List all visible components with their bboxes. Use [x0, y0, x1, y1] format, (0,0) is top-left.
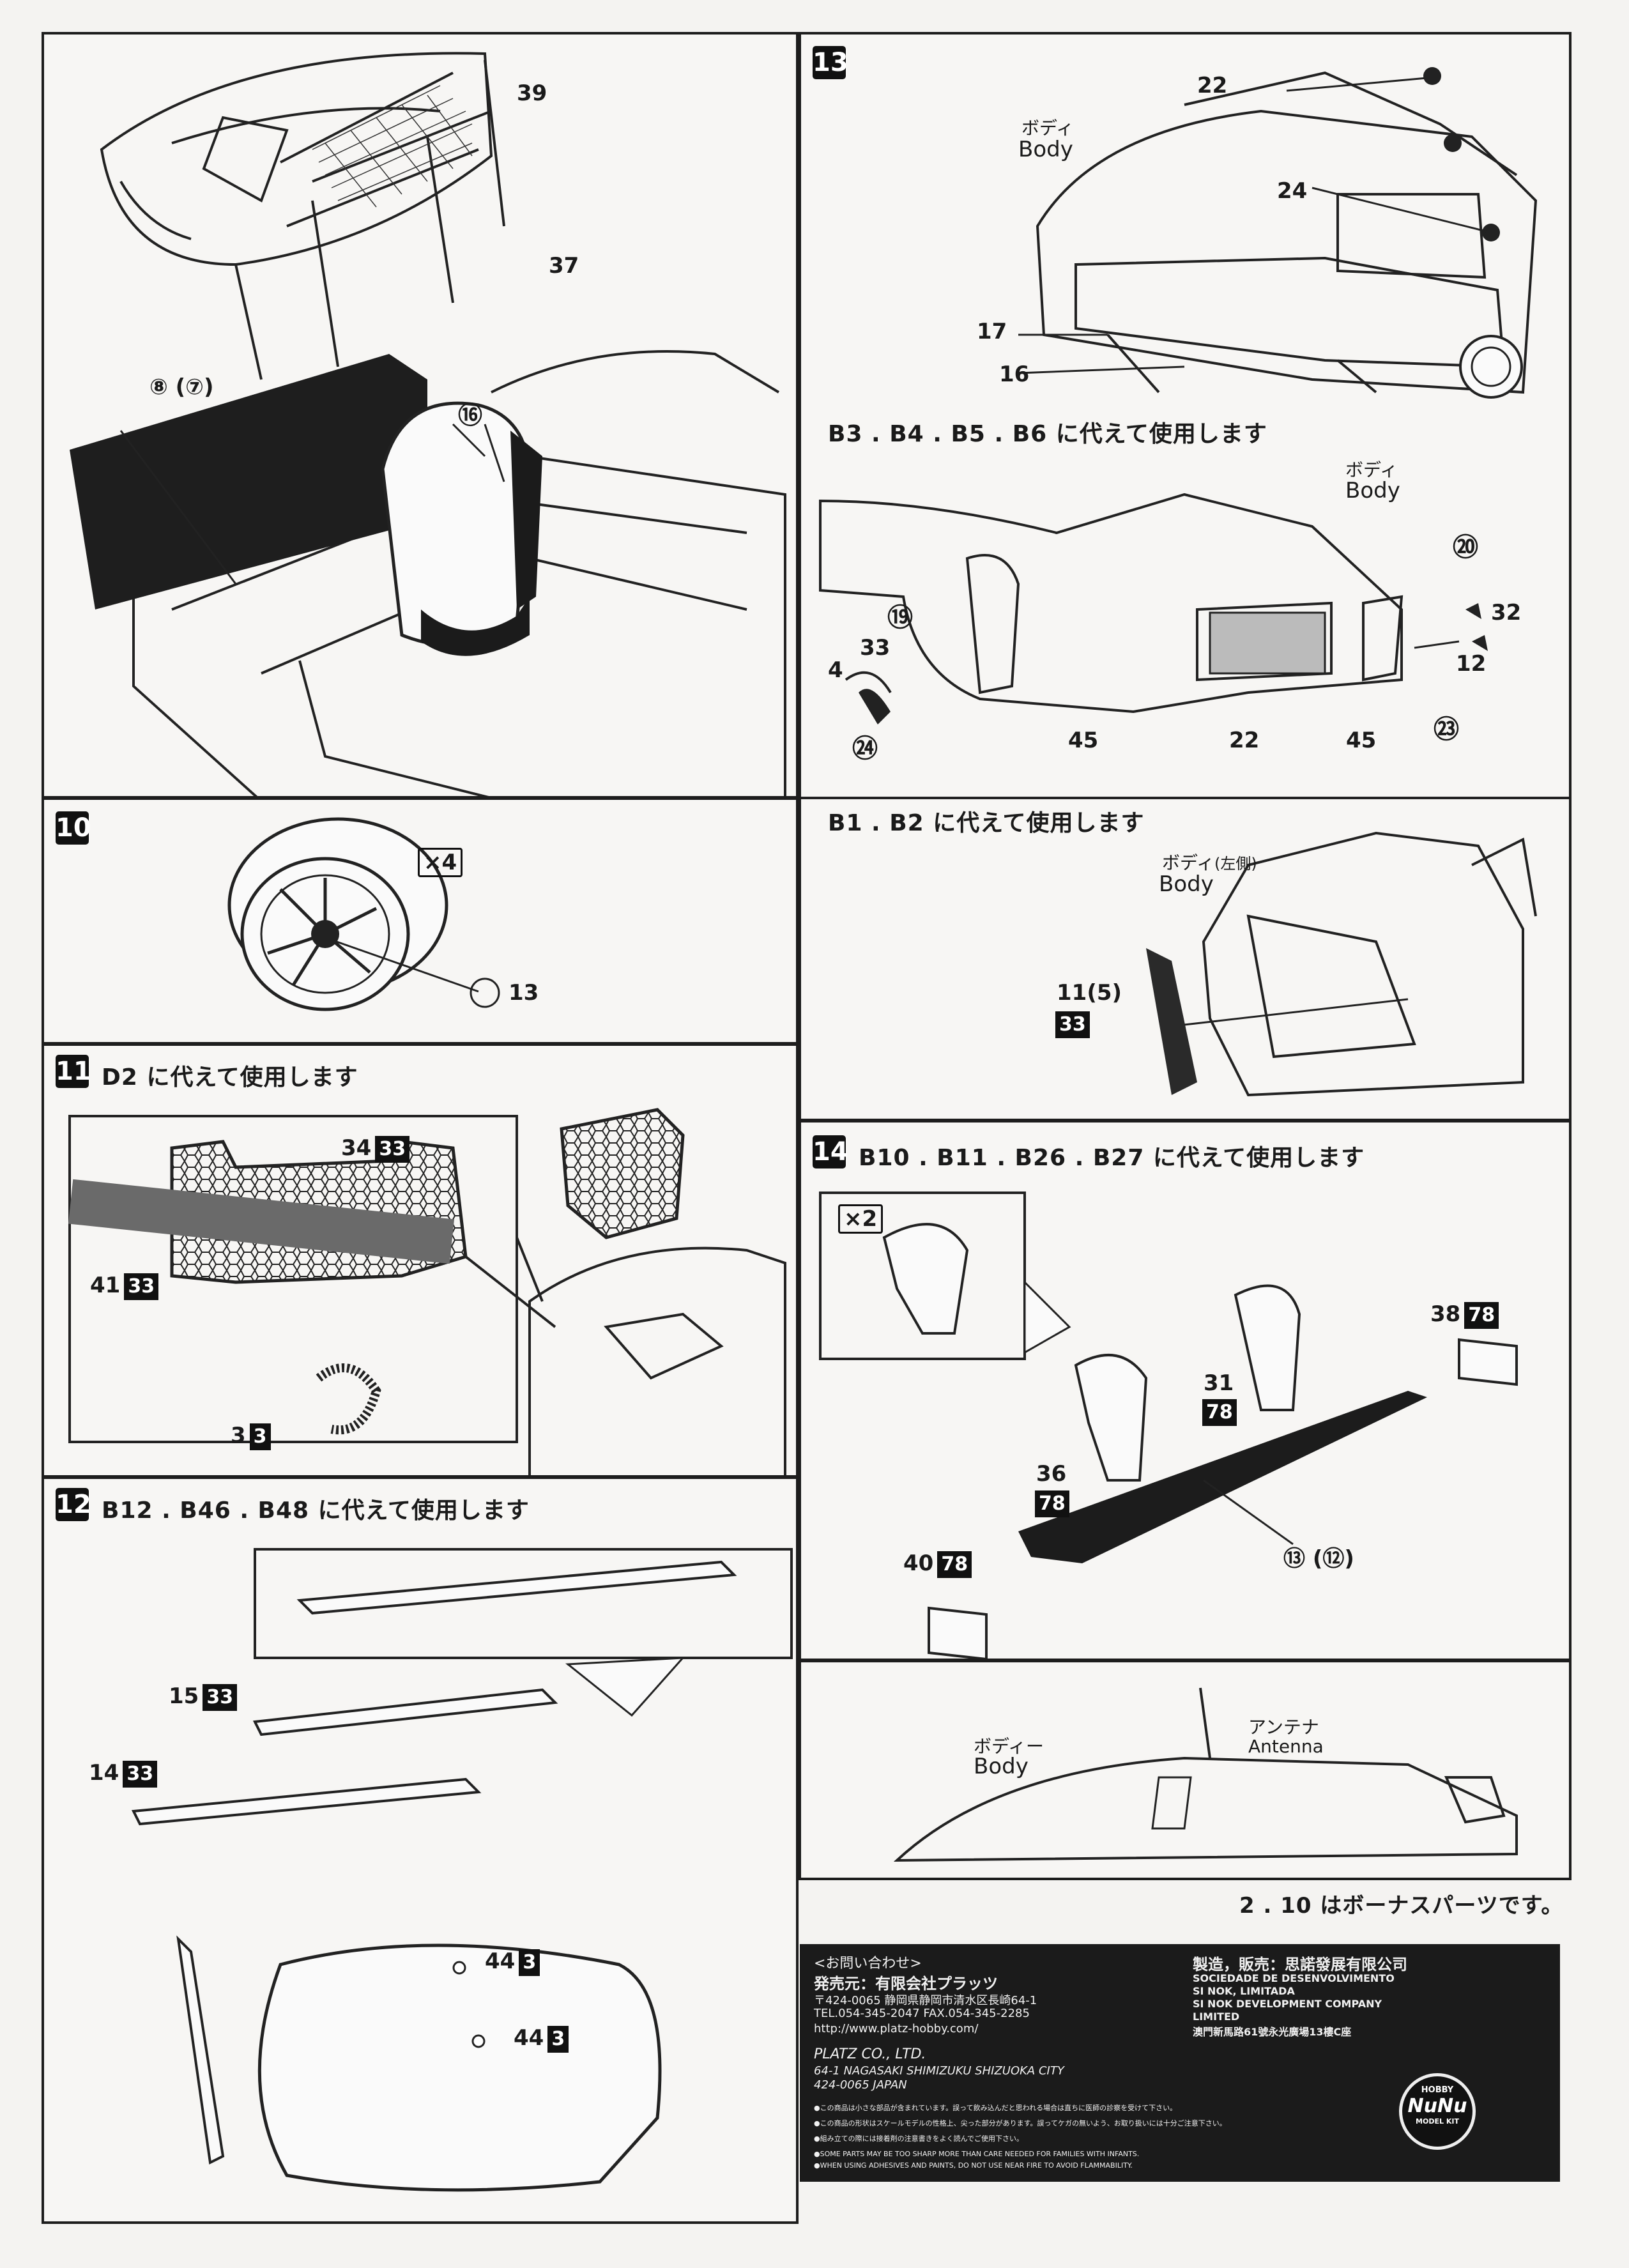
step-11-title: D2 に代えて使用します — [102, 1064, 358, 1091]
part-31-decal: 78 — [1202, 1398, 1237, 1426]
wheel-illustration — [227, 817, 500, 1011]
part-17-label: 17 — [977, 319, 1007, 344]
step-13-panel: 13 — [799, 32, 1572, 1121]
part-22b-label: 22 — [1229, 728, 1260, 753]
antenna-body-jp: ボディー — [974, 1736, 1044, 1757]
part-11-label: 11(5) — [1057, 980, 1122, 1006]
quantity-x2: ×2 — [838, 1204, 883, 1234]
step-13-sub2-title: B1 . B2 に代えて使用します — [828, 810, 1145, 836]
sub2-body-en: Body — [1159, 871, 1214, 897]
company-en: PLATZ CO., LTD. — [814, 2046, 926, 2062]
warning-jp-1: ●この商品は小さな部品が含まれています。誤って飲み込んだと思われる場合は直ちに医… — [814, 2104, 1177, 2112]
bulkhead-panel — [70, 354, 427, 609]
body-label-jp: ボディ — [1021, 118, 1075, 139]
address-en-2: 424-0065 JAPAN — [814, 2078, 907, 2092]
part-13-label: 13 — [509, 980, 539, 1006]
antenna-label-jp: アンテナ — [1248, 1717, 1319, 1738]
address-en-1: 64-1 NAGASAKI SHIMIZUKU SHIZUOKA CITY — [814, 2064, 1064, 2078]
maker-pt-2: SI NOK, LIMITADA — [1193, 1985, 1295, 1997]
step-13-sub1-title: B3 . B4 . B5 . B6 に代えて使用します — [828, 421, 1267, 447]
body-label-en: Body — [1018, 137, 1073, 162]
seller-tel: TEL.054-345-2047 FAX.054-345-2285 — [814, 2007, 1030, 2020]
part-31-label: 31 — [1204, 1370, 1234, 1396]
part-36-label: 36 — [1036, 1461, 1067, 1487]
step-11-number: 11 — [56, 1055, 91, 1088]
logo-bottom-text: MODEL KIT — [1416, 2117, 1459, 2126]
part-33-label: 33 — [860, 635, 891, 661]
wiper-hood-illustration — [131, 1548, 793, 2192]
part-24-label: 24 — [1277, 178, 1308, 204]
sub1-body-jp: ボディ — [1345, 459, 1398, 480]
quantity-x4: ×4 — [418, 848, 463, 877]
part-12-label: 12 — [1456, 651, 1487, 677]
antenna-label-en: Antenna — [1248, 1736, 1324, 1757]
part-45b-label: 45 — [1346, 728, 1377, 753]
step-14-number: 14 — [813, 1135, 848, 1168]
body-front-illustration — [801, 67, 1569, 1097]
maker-address: 澳門新馬路61號永光廣場13樓C座 — [1193, 2026, 1352, 2038]
step-12-number: 12 — [56, 1488, 91, 1521]
part-4-label: 4 — [828, 657, 843, 683]
logo-main-text: NuNu — [1407, 2095, 1467, 2117]
maker-en-1: SI NOK DEVELOPMENT COMPANY — [1193, 1998, 1382, 2010]
part-8-label: ⑧ (⑦) — [149, 374, 214, 400]
part-37-label: 37 — [549, 253, 579, 279]
part-22-label: 22 — [1197, 73, 1228, 98]
seller-label: 発売元：有限会社プラッツ — [814, 1975, 998, 1993]
step-10-panel: 10 ×4 13 — [42, 797, 799, 1045]
bucket-seat — [381, 401, 542, 656]
hobby-nunu-logo: HOBBY NuNu MODEL KIT — [1399, 2073, 1476, 2150]
antenna-body-en: Body — [974, 1754, 1029, 1779]
roll-cage-interior-illustration — [70, 52, 786, 796]
sub2-body-jp: ボディ(左側) — [1162, 852, 1257, 873]
part-19-label: ⑲ — [887, 603, 913, 632]
grille-mesh-illustration — [68, 1108, 786, 1475]
sub1-body-en: Body — [1345, 478, 1400, 503]
step-14-panel: 14 B10 . B11 . B26 . B27 に代えて使用します ×2 38… — [799, 1120, 1572, 1661]
part-20-label: ⑳ — [1453, 533, 1478, 562]
logo-top-text: HOBBY — [1421, 2085, 1454, 2095]
step-13-number: 13 — [813, 46, 848, 79]
step-10-number: 10 — [56, 811, 91, 845]
seller-url: http://www.platz-hobby.com/ — [814, 2022, 979, 2035]
seller-address-jp: 〒424-0065 静岡県静岡市清水区長崎64-1 — [814, 1994, 1037, 2007]
maker-en-2: LIMITED — [1193, 2011, 1240, 2023]
part-13-label: ⑬ (⑫) — [1283, 1546, 1354, 1572]
part-11-decal: 33 — [1055, 1011, 1090, 1038]
step-9-panel: 39 37 ⑧ (⑦) ⑯ — [42, 32, 799, 799]
part-16-label: 16 — [999, 362, 1030, 387]
part-45a-label: 45 — [1068, 728, 1099, 753]
warning-en-2: ●WHEN USING ADHESIVES AND PAINTS, DO NOT… — [814, 2161, 1133, 2170]
warning-en-1: ●SOME PARTS MAY BE TOO SHARP MORE THAN C… — [814, 2150, 1140, 2158]
part-16-label: ⑯ — [458, 401, 483, 429]
part-23-label: ㉓ — [1434, 715, 1459, 744]
antenna-body-illustration — [893, 1687, 1518, 1862]
side-skirt-illustration — [819, 1191, 1518, 1659]
part-24b-label: ㉔ — [852, 734, 878, 763]
part-36-decal: 78 — [1035, 1490, 1069, 1517]
part-39-label: 39 — [517, 80, 547, 106]
maker-label: 製造，販売：思諾發展有限公司 — [1193, 1956, 1407, 1973]
maker-pt-1: SOCIEDADE DE DESENVOLVIMENTO — [1193, 1972, 1395, 1984]
part-32-label: 32 — [1491, 600, 1522, 625]
bonus-parts-note: 2 . 10 はボーナスパーツです。 — [1239, 1893, 1564, 1919]
warning-jp-2: ●この商品の形状はスケールモデルの性格上、尖った部分があります。誤ってケガの無い… — [814, 2119, 1227, 2127]
step-12-title: B12 . B46 . B48 に代えて使用します — [102, 1498, 530, 1524]
step-14-title: B10 . B11 . B26 . B27 に代えて使用します — [859, 1145, 1365, 1171]
antenna-panel: ボディー Body アンテナ Antenna — [799, 1660, 1572, 1880]
warning-jp-3: ●組み立ての際には接着剤の注意書きをよく読んでご使用下さい。 — [814, 2134, 1024, 2143]
contact-header: <お問い合わせ> — [814, 1956, 922, 1972]
